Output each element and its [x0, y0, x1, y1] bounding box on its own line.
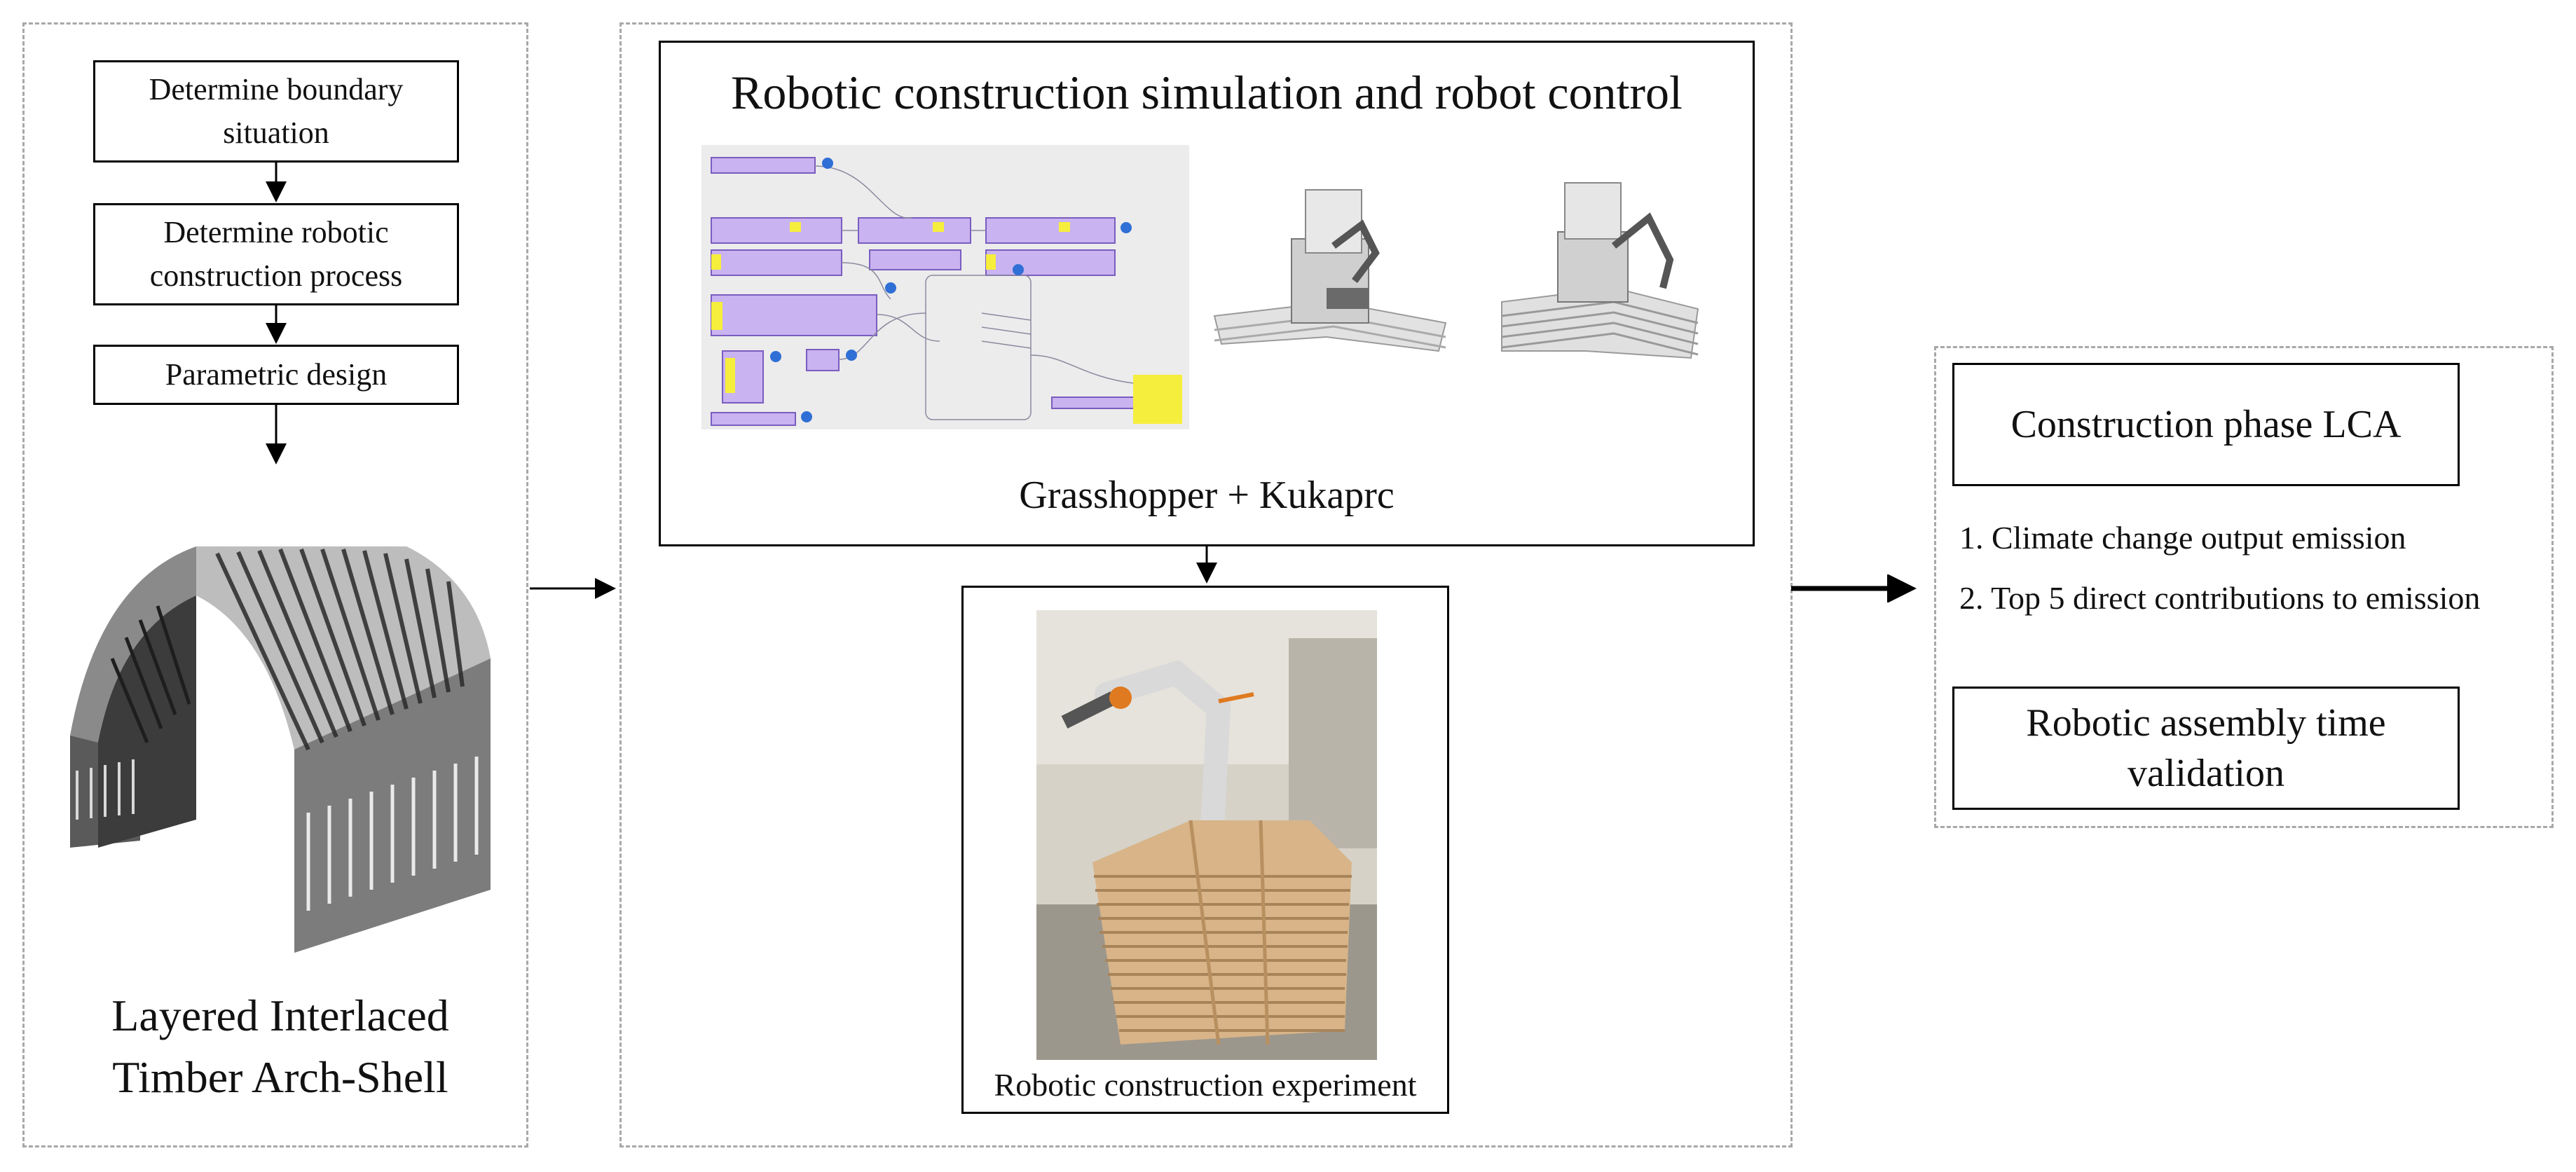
experiment-caption: Robotic construction experiment [994, 1067, 1417, 1103]
right-panel [1934, 346, 2554, 828]
lca-title-box: Construction phase LCA [1952, 363, 2460, 486]
arrow-sim-to-experiment [1196, 546, 1217, 584]
arrow-left-to-middle [530, 578, 616, 599]
step-parametric-design: Parametric design [93, 345, 459, 405]
simulation-title: Robotic construction simulation and robo… [731, 66, 1683, 119]
grasshopper-definition-screenshot [701, 145, 1189, 429]
robot-experiment-photo [1036, 610, 1377, 1060]
left-panel [22, 22, 528, 1147]
step-determine-process: Determine robotic construction process [93, 203, 459, 305]
lca-item-1: 1. Climate change output emission [1959, 520, 2406, 556]
robot-sim-2 [1501, 182, 1699, 359]
step-determine-boundary: Determine boundary situation [93, 60, 459, 163]
experiment-box: Robotic construction experiment [961, 586, 1449, 1114]
arrow-middle-to-right [1791, 574, 1917, 602]
lca-item-2: 2. Top 5 direct contributions to emissio… [1959, 580, 2481, 616]
arch-shell-caption: Layered Interlaced Timber Arch-Shell [111, 991, 449, 1102]
robot-simulation-render [1213, 182, 1699, 359]
timber-arch-shell-render [70, 546, 491, 953]
robot-sim-1 [1213, 189, 1447, 352]
simulation-box: Robotic construction simulation and robo… [659, 41, 1755, 546]
left-flow-arrows [266, 163, 287, 464]
software-caption: Grasshopper + Kukaprc [1019, 474, 1395, 517]
middle-panel [619, 22, 1793, 1147]
validation-box: Robotic assembly time validation [1952, 687, 2460, 810]
